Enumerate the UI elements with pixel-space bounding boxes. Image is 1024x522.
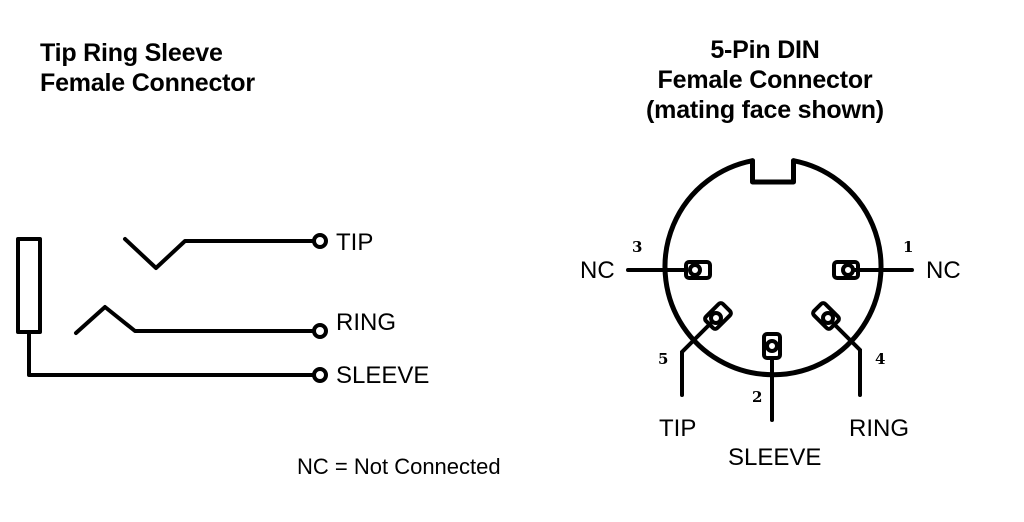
din-key-notch [750,158,796,185]
pin4-label: RING [849,415,909,442]
sleeve-body [16,237,42,334]
pin5-contact [709,311,723,325]
sleeve-terminal [312,367,328,383]
pin2-label: SLEEVE [728,444,821,471]
pin5-label: TIP [659,415,696,442]
ring-terminal [312,323,328,339]
sleeve-wire [27,330,315,377]
footnote: NC = Not Connected [297,454,501,479]
pin3-number: 3 [632,238,642,256]
din-title-line-3: (mating face shown) [646,96,884,124]
trs-schematic [16,233,328,383]
pin5-number: 5 [658,350,668,368]
pin1-number: 1 [903,238,913,256]
trs-title-line-2: Female Connector [40,69,255,97]
pin4-wire [830,320,862,397]
din-pins [626,260,914,422]
trs-title-line-1: Tip Ring Sleeve [40,39,223,67]
pin3-label: NC [580,257,615,284]
trs-title: Tip Ring Sleeve Female Connector [40,38,255,98]
din-title-line-2: Female Connector [657,66,873,94]
pin2-number: 2 [752,388,762,406]
din-title-line-1: 5-Pin DIN [710,36,820,64]
ring-label: RING [336,309,396,336]
sleeve-label: SLEEVE [336,362,429,389]
pin1-label: NC [926,257,961,284]
pin2-contact [765,339,779,353]
din-title: 5-Pin DIN Female Connector (mating face … [610,35,920,125]
pin3-contact [688,263,702,277]
pin3-socket [684,260,712,280]
tip-label: TIP [336,229,373,256]
tip-spring-contact [123,237,315,270]
ring-spring-contact [74,305,315,335]
pin4-number: 4 [875,350,885,368]
pin1-contact [841,263,855,277]
pin4-contact [821,311,835,325]
pin5-wire [680,320,714,397]
pin1-socket [832,260,860,280]
tip-terminal [312,233,328,249]
